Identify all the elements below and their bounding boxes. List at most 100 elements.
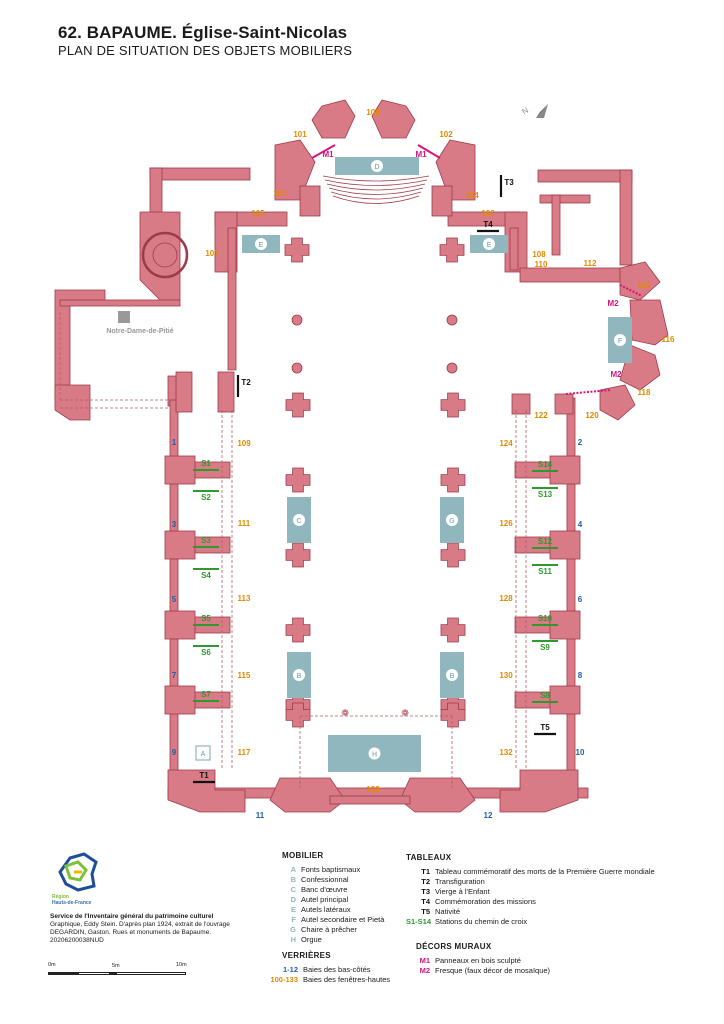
mural-m2-3: M2 xyxy=(610,370,622,379)
furniture-badge-f xyxy=(614,334,626,346)
bay-low-5: 5 xyxy=(172,595,177,604)
south-chapel-inner-v xyxy=(551,194,561,256)
bay-low-9: 9 xyxy=(172,748,177,757)
furniture-code-b: B xyxy=(296,673,301,680)
furniture-code-a: A xyxy=(200,751,205,758)
north-arrow: N xyxy=(521,104,548,118)
nave-pier-north-2 xyxy=(285,617,311,643)
legend-tableaux-label: Nativité xyxy=(435,907,461,916)
south-chapel-row xyxy=(519,267,621,283)
choir-north-wall xyxy=(299,185,321,217)
scale-label-0: 0m xyxy=(48,962,56,968)
furniture-badge-c xyxy=(293,514,305,526)
station-s10: S10 xyxy=(538,614,553,623)
station-s11: S11 xyxy=(538,567,552,576)
legend-verrieres-code: 100-133 xyxy=(270,975,298,984)
nave-pier-south-end-0 xyxy=(440,392,466,418)
legend-mobilier-code: C xyxy=(290,885,296,894)
bay-low-11: 11 xyxy=(256,811,265,820)
dashed-lines xyxy=(59,312,527,788)
chapel-ndp-marker xyxy=(118,311,130,323)
choir-north-pier xyxy=(274,139,316,201)
credits-ref: 20206200038NUD xyxy=(50,937,104,944)
page-title: 62. BAPAUME. Église-Saint-Nicolas xyxy=(58,23,348,42)
region-logo-icon xyxy=(58,852,98,892)
tribune-mark-s: ❁ xyxy=(401,709,409,719)
legend-mobilier-label: Fonts baptismaux xyxy=(301,865,361,874)
furniture-badge-e xyxy=(483,238,495,250)
crossing-col-n-1 xyxy=(291,362,303,374)
furniture-layer xyxy=(118,157,632,772)
nave-pier-south-0 xyxy=(440,467,466,493)
crossing-col-s-1 xyxy=(446,362,458,374)
nave-pier-south-end-1 xyxy=(440,702,466,728)
bay-high-114: 114 xyxy=(638,281,651,290)
north-buttress-head-1 xyxy=(164,530,196,560)
south-buttress-head-0 xyxy=(549,455,581,485)
legend-mobilier-code: H xyxy=(290,935,296,944)
legend-tableaux-code: T4 xyxy=(421,897,430,906)
stair-core xyxy=(152,242,178,268)
north-label: N xyxy=(521,106,531,117)
bay-low-7: 7 xyxy=(172,671,177,680)
station-s13: S13 xyxy=(538,490,553,499)
furniture-code-b: B xyxy=(449,673,454,680)
south-chapel-wall xyxy=(537,169,633,183)
bay-low-8: 8 xyxy=(578,671,583,680)
bay-high-133: 133 xyxy=(366,785,380,794)
legend-tableaux-label: Commémoration des missions xyxy=(435,897,536,906)
nave-pier-south-2 xyxy=(440,617,466,643)
bay-low-12: 12 xyxy=(484,811,493,820)
legend-tableaux-heading: TABLEAUX xyxy=(406,853,452,862)
legend-tableaux-label: Vierge à l'Enfant xyxy=(435,887,490,896)
furniture-code-f: F xyxy=(618,338,623,345)
choir-step-4 xyxy=(330,191,422,200)
legend-mobilier-label: Autel secondaire et Pietà xyxy=(301,915,385,924)
legend-mobilier-code: B xyxy=(290,875,296,884)
legend-tableaux-code: T5 xyxy=(421,907,430,916)
north-buttress-head-3 xyxy=(164,685,196,715)
choir-step-3 xyxy=(328,187,424,195)
west-portal-north xyxy=(269,777,346,813)
bay-high-113: 113 xyxy=(238,594,251,603)
bay-high-101: 101 xyxy=(293,130,307,139)
north-pier-w xyxy=(175,371,193,413)
nave-pier-north-1 xyxy=(285,542,311,568)
bay-high-124: 124 xyxy=(499,439,513,448)
scale-bar-outline xyxy=(48,972,186,975)
north-buttress-head-0 xyxy=(164,455,196,485)
chapel-ndp-north xyxy=(59,299,181,307)
logo-line1: Région xyxy=(52,894,69,900)
legend-mobilier-label: Chaire à prêcher xyxy=(301,925,357,934)
station-s14: S14 xyxy=(538,460,553,469)
south-pier-e xyxy=(554,393,574,415)
furniture-badge-b xyxy=(446,669,458,681)
scale-label-5: 5m xyxy=(112,963,120,969)
west-portal-south xyxy=(399,777,476,813)
legend-tableaux-code: T2 xyxy=(421,877,430,886)
legend-tableaux-code: T1 xyxy=(421,867,430,876)
legend-verrieres-label: Baies des fenêtres-hautes xyxy=(303,975,391,984)
choir-south-wall xyxy=(431,185,453,217)
nave-pier-north-end-1 xyxy=(285,702,311,728)
bay-high-105: 105 xyxy=(251,209,265,218)
bay-low-2: 2 xyxy=(578,438,583,447)
furniture-code-c: C xyxy=(296,518,301,525)
tableau-t3: T3 xyxy=(504,178,514,187)
bay-high-128: 128 xyxy=(499,594,513,603)
south-pier-w xyxy=(511,393,531,415)
furniture-badge-g xyxy=(446,514,458,526)
choir-step-0 xyxy=(322,175,430,182)
furniture-a xyxy=(195,745,211,761)
legend-mobilier-code: D xyxy=(290,895,296,904)
apse-south xyxy=(371,99,416,139)
station-s9: S9 xyxy=(540,643,550,652)
north-pier-e xyxy=(217,371,235,413)
